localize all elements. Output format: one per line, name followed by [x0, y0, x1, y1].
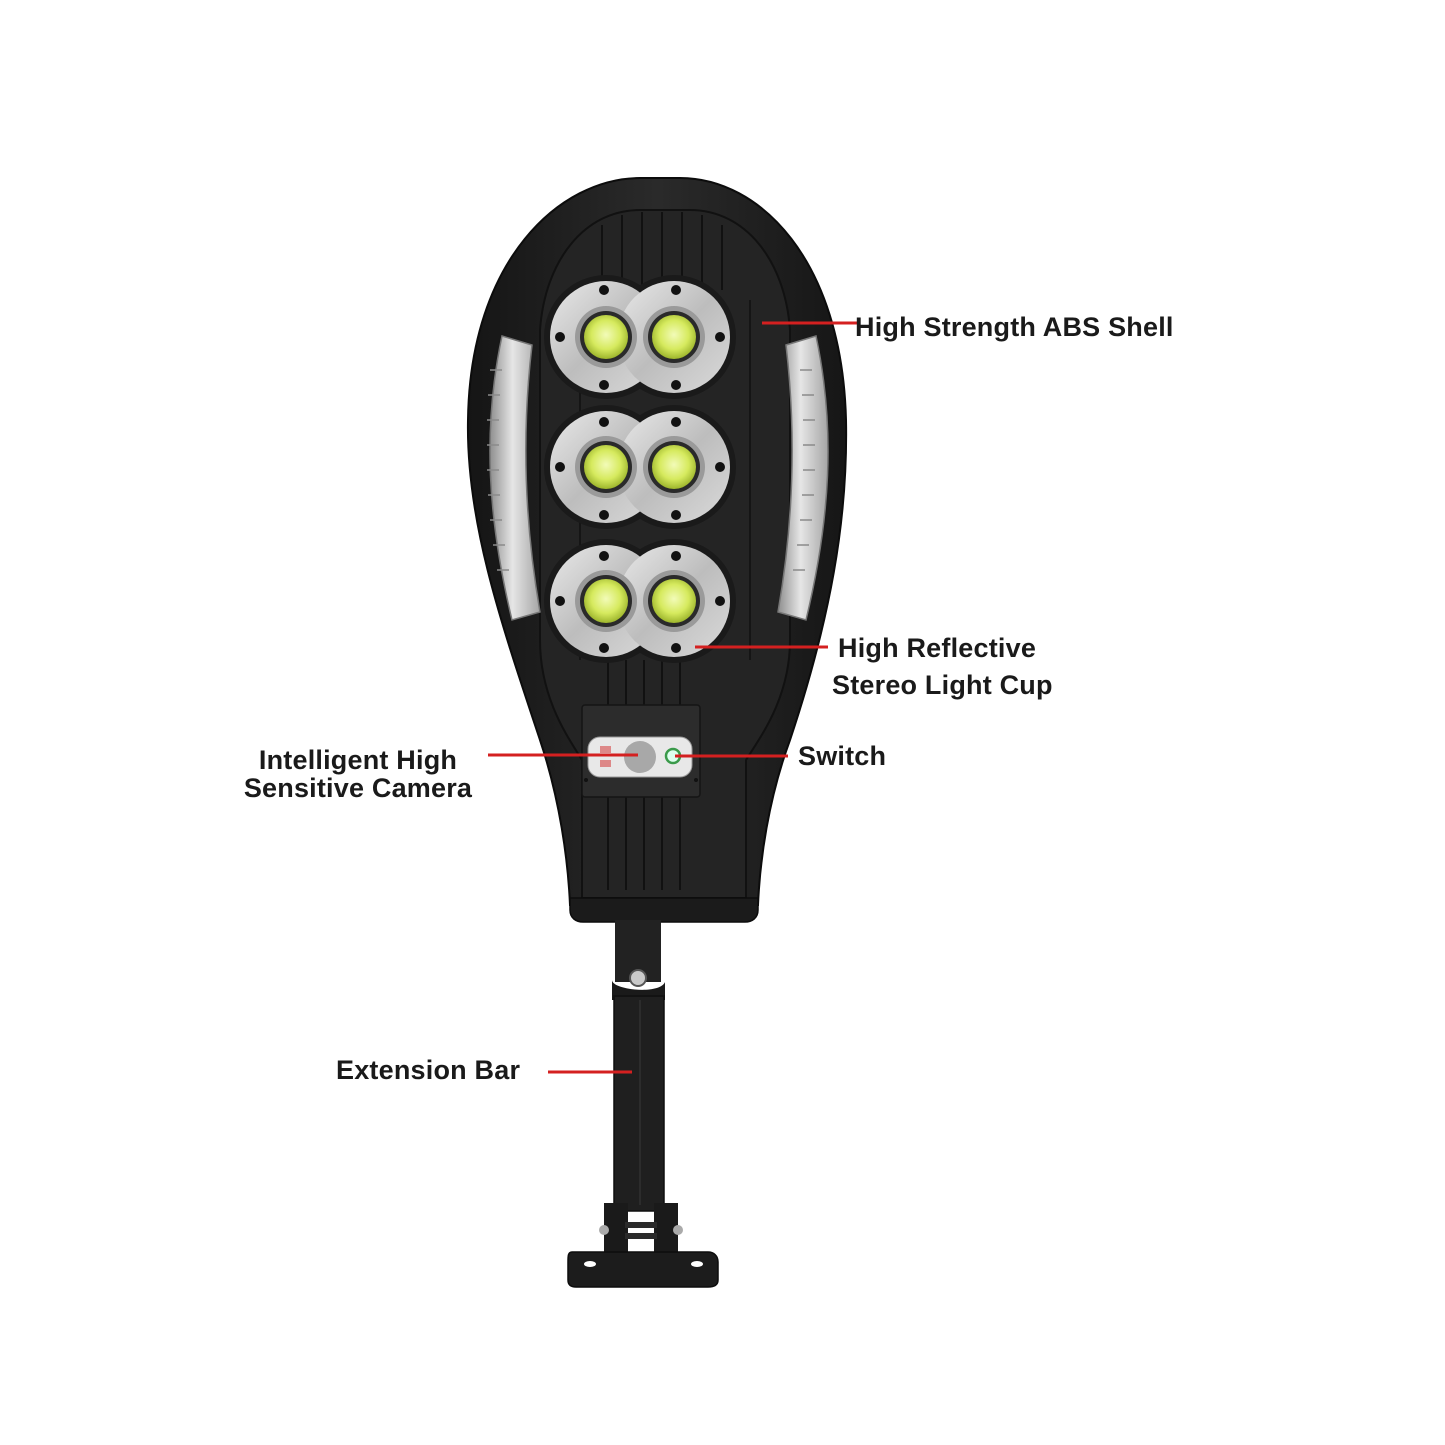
label-line: Sensitive Camera: [243, 773, 473, 803]
led-light-cups: [544, 275, 736, 663]
label-line: Extension Bar: [336, 1055, 521, 1085]
label-light-cup: High Reflective Stereo Light Cup: [832, 630, 1053, 704]
label-line: Intelligent High: [258, 745, 458, 775]
label-line: High Reflective: [838, 633, 1037, 663]
side-trim-right: [777, 335, 829, 621]
label-line: High Strength ABS Shell: [855, 312, 1174, 342]
label-camera: Intelligent High Sensitive Camera: [228, 746, 488, 802]
label-abs-shell: High Strength ABS Shell: [855, 310, 1174, 344]
sensor-panel: [581, 704, 701, 798]
label-line: Switch: [798, 741, 887, 771]
mounting-base: [567, 1203, 719, 1288]
light-cup-row-1: [544, 275, 736, 399]
label-line: Stereo Light Cup: [832, 670, 1053, 700]
label-extension-bar: Extension Bar: [336, 1053, 520, 1087]
side-trim-left: [487, 335, 541, 621]
light-cup-row-3: [544, 539, 736, 663]
bolt-icon: [629, 969, 647, 987]
extension-bar: [613, 995, 665, 1212]
callout-lines: [488, 321, 858, 1074]
light-cup-row-2: [544, 405, 736, 529]
camera-sensor-icon: [624, 741, 656, 773]
label-switch: Switch: [798, 739, 886, 773]
bracket-joint: [612, 920, 665, 1000]
